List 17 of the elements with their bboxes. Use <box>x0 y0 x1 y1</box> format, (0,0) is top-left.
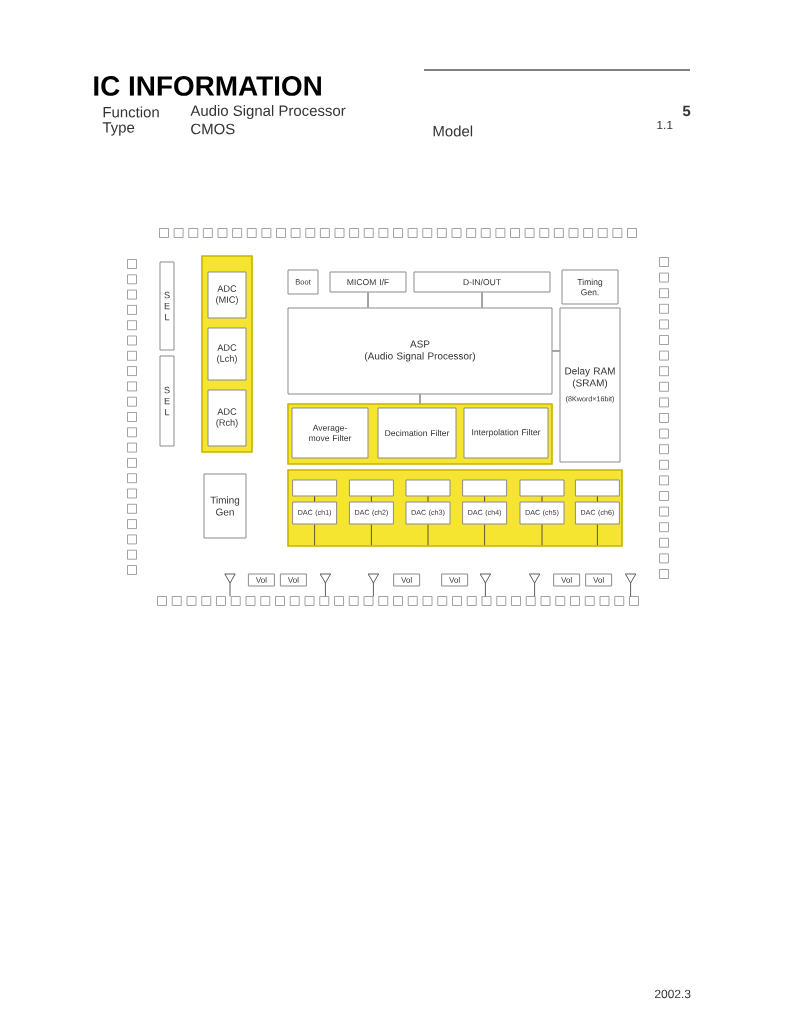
connector-line <box>419 394 421 404</box>
connector-line <box>596 496 598 502</box>
connector-line <box>481 292 483 308</box>
empty-box <box>292 479 338 497</box>
connector-line <box>541 496 543 502</box>
empty-box <box>574 479 620 497</box>
connector-line <box>427 496 429 502</box>
empty-box <box>519 479 565 497</box>
connector-line <box>552 350 560 352</box>
connector-line <box>484 496 486 502</box>
empty-box <box>348 479 394 497</box>
empty-box <box>462 479 508 497</box>
connector-line <box>314 496 316 502</box>
empty-box <box>405 479 451 497</box>
connector-line <box>370 496 372 502</box>
connector-line <box>367 292 369 308</box>
title: IC INFORMATION <box>94 76 321 96</box>
